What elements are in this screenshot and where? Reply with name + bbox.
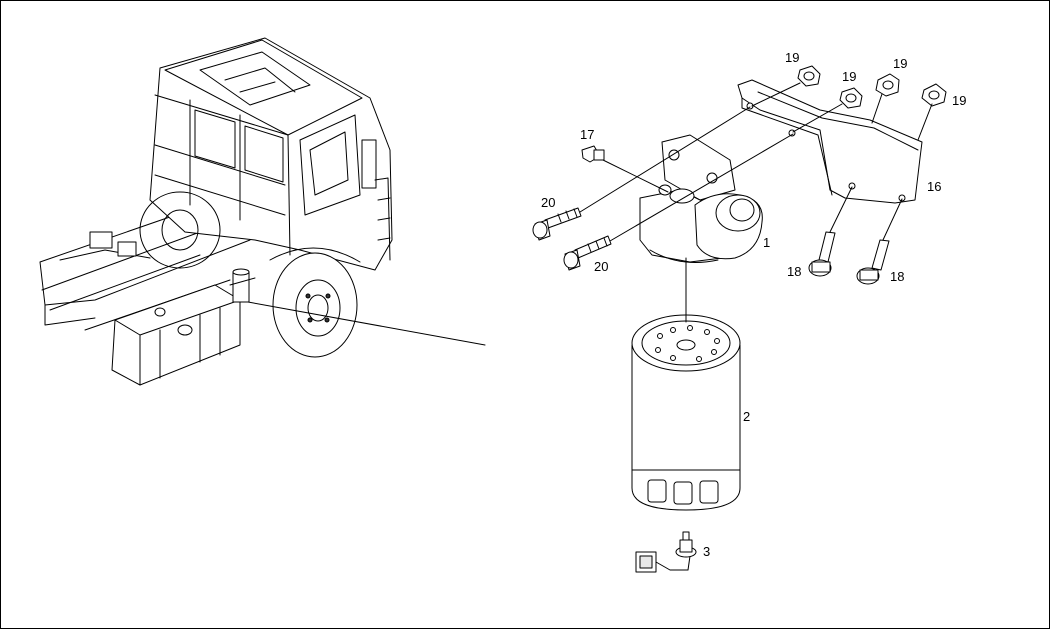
truck-illustration: [39, 37, 486, 386]
nut-19-b: [839, 87, 863, 109]
fuel-tank: [111, 284, 241, 386]
nut-19-d: [921, 83, 947, 107]
callout-19d: 19: [952, 93, 966, 108]
location-leader-line: [247, 301, 486, 346]
bolt-18-right: [856, 239, 890, 285]
nut-19-a: [797, 65, 821, 87]
callout-20a: 20: [541, 195, 555, 210]
filter-head: [639, 134, 763, 263]
side-mirror: [361, 139, 377, 189]
callout-17: 17: [580, 127, 594, 142]
water-sensor: [635, 531, 697, 573]
bolt-18-left: [808, 231, 836, 277]
bolt-20-upper: [532, 207, 582, 241]
callout-labels: 1 2 3 16 17 18 18 19 19 19 19 20 20: [541, 50, 966, 559]
callout-20b: 20: [594, 259, 608, 274]
callout-19a: 19: [785, 50, 799, 65]
rear-wheel: [139, 191, 221, 269]
callout-18b: 18: [890, 269, 904, 284]
callout-19b: 19: [842, 69, 856, 84]
frame-clamp: [117, 241, 137, 257]
callout-2: 2: [743, 409, 750, 424]
fitting-17: [581, 145, 605, 163]
bolt-20-lower: [563, 235, 612, 271]
callout-18a: 18: [787, 264, 801, 279]
nut-19-c: [875, 73, 900, 97]
cab-roof: [164, 39, 363, 136]
callout-16: 16: [927, 179, 941, 194]
frame-bracket: [89, 231, 113, 249]
callout-1: 1: [763, 235, 770, 250]
mounting-bracket: [737, 79, 923, 204]
assembly-lines: [579, 82, 933, 242]
filter-location-on-truck: [232, 271, 250, 303]
callout-3: 3: [703, 544, 710, 559]
callout-19c: 19: [893, 56, 907, 71]
filter-cartridge: [631, 257, 741, 511]
